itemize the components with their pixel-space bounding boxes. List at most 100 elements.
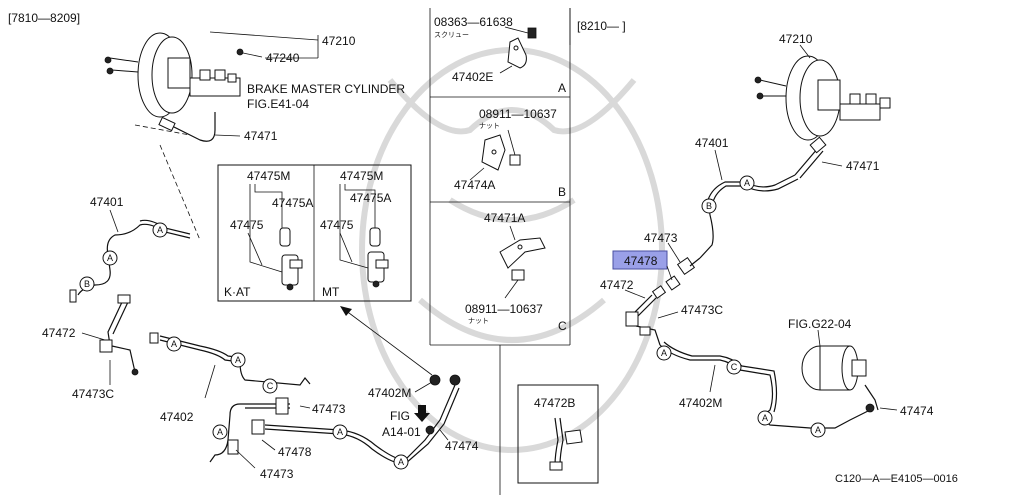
svg-text:A: A [171,339,177,349]
leader-47474-left [439,429,449,441]
leader-47471-right [821,161,843,167]
panel-b-letter: B [558,185,566,199]
panel-c: 47471A 08911―10637 ナット C [465,211,567,333]
inset-47472b: 47472B [534,396,583,471]
label-47474-right: 47474 [900,404,934,418]
panel-a-kana: スクリュー [434,31,469,39]
panel-b-label-47474a: 47474A [454,178,495,192]
leader-47402-left [204,364,216,399]
marker-a-right-2: A [757,410,773,426]
label-47240: 47240 [266,51,300,65]
mt-label-47475: 47475 [320,218,354,232]
hose-47472-right [625,294,661,346]
label-brake-master-cylinder: BRAKE MASTER CYLINDER [247,82,405,96]
panel-a-letter: A [558,81,566,95]
inset-kat: 47475M 47475A 47475 K·AT [224,169,313,299]
pointer-line [344,309,433,376]
label-47402m-left: 47402M [368,386,411,400]
label-47472-left: 47472 [42,326,76,340]
leader-fig-g22 [817,329,821,347]
label-47471-left: 47471 [244,129,278,143]
label-47471-right: 47471 [846,159,880,173]
panel-a: 08363―61638 スクリュー 47402E A [434,15,566,95]
hose-47471-right [794,136,827,179]
panel-a-label-47402e: 47402E [452,70,493,84]
brake-booster-left [104,32,244,118]
hose-47471-left [158,112,216,142]
label-47401-left: 47401 [90,195,124,209]
leader-47240-b [242,52,263,58]
leader-47478-left [261,439,276,451]
marker-a-47402-2: A [230,352,246,368]
svg-text:A: A [337,427,343,437]
hose-47472-left [99,294,139,376]
marker-a-47401-2: A [102,250,118,266]
svg-text:C: C [267,381,274,391]
label-47473-left-a: 47473 [312,402,346,416]
leader-47402m-right [709,364,716,393]
svg-text:A: A [398,457,404,467]
marker-a-lower-1: A [212,424,228,440]
label-47473c-left: 47473C [72,387,114,401]
label-47472-right: 47472 [600,278,634,292]
diagram-code: C120―A―E4105―0016 [835,473,958,485]
marker-a-right-47401: A [739,175,755,191]
marker-a-47402-1: A [166,336,182,352]
panel-c-label-08911: 08911―10637 [465,302,543,316]
leader-47478-right [666,265,673,281]
pipe-47401-left [77,219,191,296]
leader-47473-right [667,242,681,263]
kat-label-47475: 47475 [230,218,264,232]
svg-text:B: B [84,279,90,289]
label-fig-g22: FIG.G22-04 [788,317,852,331]
mt-label-47475m: 47475M [340,169,383,183]
leader-47474-right [879,407,898,411]
down-arrow-icon [414,405,430,422]
kat-label-47475a: 47475A [272,196,313,210]
leader-47402m-left [414,381,433,393]
svg-text:A: A [762,413,768,423]
panel-a-label-08363: 08363―61638 [434,15,513,29]
leader-47210-a [209,31,319,41]
label-47478-right[interactable]: 47478 [624,254,658,268]
kat-caption: K·AT [224,285,251,299]
label-47473-left-b: 47473 [260,467,294,481]
label-47478-left: 47478 [278,445,312,459]
abs-unit-right [801,345,879,411]
inset-box-47472b [517,384,599,484]
label-fig-e41: FIG.E41-04 [247,97,309,111]
svg-text:B: B [706,201,712,211]
highlight-47478[interactable] [612,250,668,270]
leader-47473-b [235,449,256,469]
leader-47473-a [299,405,311,409]
marker-a-right-3: A [810,422,826,438]
pointer-arrowhead-icon [340,306,352,316]
label-47472b: 47472B [534,396,575,410]
leader-47471-left [214,134,241,137]
panel-b-kana: ナット [479,122,500,130]
range-label-right: [8210― ] [577,19,626,33]
leader-47401-left [109,209,119,233]
dash-guide-1 [134,124,191,136]
label-fig-a14-bot: A14-01 [382,425,421,439]
marker-b-right-47401: B [701,198,717,214]
panel-c-letter: C [558,319,567,333]
inset-mt: 47475M 47475A 47475 MT [320,169,391,299]
inset-box-valve [217,164,412,302]
fitting-47401-end [69,289,77,303]
label-fig-a14-top: FIG [390,409,410,423]
label-47402-left: 47402 [160,410,194,424]
label-47401-right: 47401 [695,136,729,150]
label-47210-left: 47210 [322,34,356,48]
marker-a-lower-2: A [332,424,348,440]
marker-a-right-1: A [656,345,672,361]
marker-c-right: C [726,359,742,375]
svg-text:A: A [107,253,113,263]
kat-label-47475m: 47475M [247,169,290,183]
leader-47210-right [799,44,811,59]
label-47210-right: 47210 [779,32,813,46]
svg-text:A: A [815,425,821,435]
svg-text:A: A [744,178,750,188]
